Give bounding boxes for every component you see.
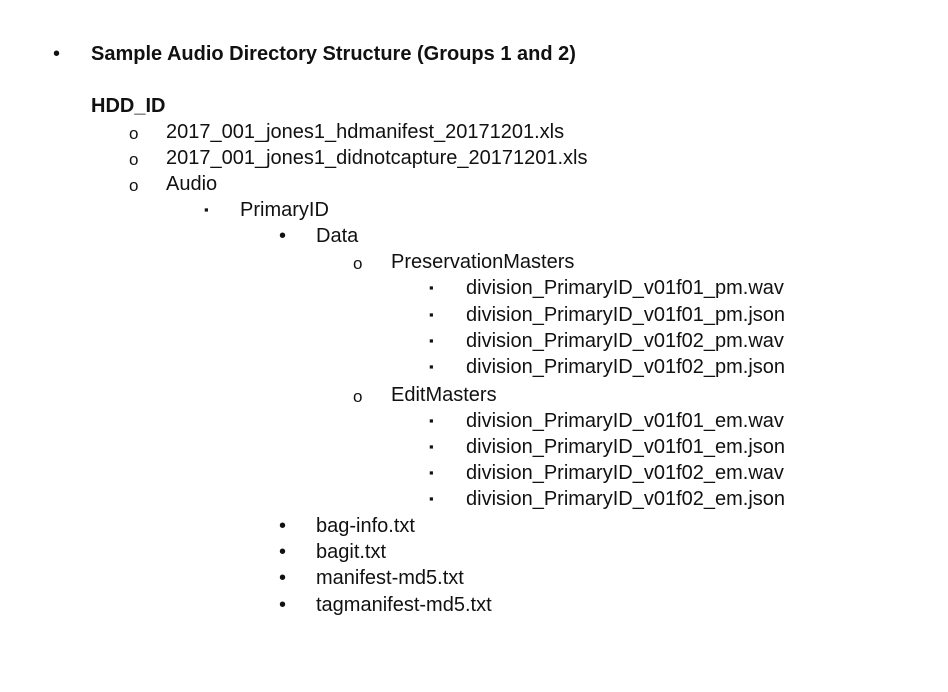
file-hd-manifest: 2017_001_jones1_hdmanifest_20171201.xls [166, 121, 565, 143]
bullet-square-icon: ▪ [429, 333, 434, 348]
bullet-disc-icon: • [279, 594, 287, 616]
folder-data: Data [316, 225, 359, 247]
bullet-circle-icon: o [129, 150, 139, 169]
bullet-square-icon: ▪ [429, 465, 434, 480]
folder-preservation-masters: PreservationMasters [391, 251, 575, 273]
bullet-disc-icon: • [279, 541, 287, 563]
bullet-circle-icon: o [129, 124, 139, 143]
bullet-square-icon: ▪ [429, 359, 434, 374]
file-pm-wav-f02: division_PrimaryID_v01f02_pm.wav [466, 330, 784, 352]
bullet-disc-icon: • [279, 225, 287, 247]
bullet-square-icon: ▪ [204, 202, 209, 217]
bullet-square-icon: ▪ [429, 413, 434, 428]
file-pm-json-f01: division_PrimaryID_v01f01_pm.json [466, 304, 786, 326]
file-bag-info: bag-info.txt [316, 515, 415, 537]
file-did-not-capture: 2017_001_jones1_didnotcapture_20171201.x… [166, 147, 588, 169]
bullet-square-icon: ▪ [429, 280, 434, 295]
file-em-json-f02: division_PrimaryID_v01f02_em.json [466, 488, 786, 510]
file-em-wav-f01: division_PrimaryID_v01f01_em.wav [466, 410, 784, 432]
file-tagmanifest-md5: tagmanifest-md5.txt [316, 594, 492, 616]
document-title: Sample Audio Directory Structure (Groups… [91, 43, 576, 65]
file-bagit: bagit.txt [316, 541, 387, 563]
file-em-json-f01: division_PrimaryID_v01f01_em.json [466, 436, 786, 458]
bullet-square-icon: ▪ [429, 491, 434, 506]
root-directory: HDD_ID [91, 95, 166, 117]
folder-primary-id: PrimaryID [240, 199, 329, 221]
bullet-circle-icon: o [353, 387, 363, 406]
bullet-disc-icon: • [279, 515, 287, 537]
bullet-square-icon: ▪ [429, 439, 434, 454]
file-em-wav-f02: division_PrimaryID_v01f02_em.wav [466, 462, 784, 484]
bullet-circle-icon: o [353, 254, 363, 273]
bullet-square-icon: ▪ [429, 307, 434, 322]
file-pm-wav-f01: division_PrimaryID_v01f01_pm.wav [466, 277, 784, 299]
file-manifest-md5: manifest-md5.txt [316, 567, 464, 589]
file-pm-json-f02: division_PrimaryID_v01f02_pm.json [466, 356, 786, 378]
bullet-disc-icon: • [53, 43, 61, 65]
bullet-disc-icon: • [279, 567, 287, 589]
folder-audio: Audio [166, 173, 218, 195]
folder-edit-masters: EditMasters [391, 384, 497, 406]
bullet-circle-icon: o [129, 176, 139, 195]
